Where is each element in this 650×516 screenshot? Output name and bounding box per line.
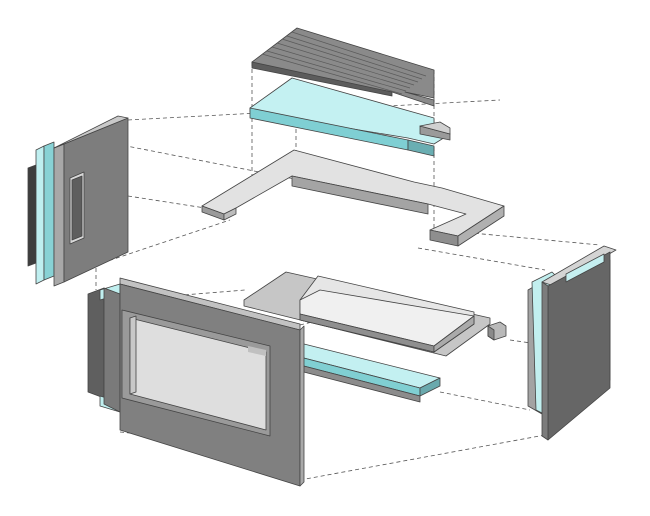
guide-right-wall [417,229,601,271]
right-side-wall [527,245,617,441]
left-side-wall [27,115,129,287]
guide-left-wall [95,195,231,266]
floor-panel [243,271,507,357]
window-latch [248,346,266,356]
front-window-wall [87,277,305,487]
guide-left-top [95,99,501,181]
guide-bottom-right [299,434,546,481]
floor-insulation-strip [295,343,441,403]
roof-decking-ribs [261,31,427,95]
roof-insulation-panel [249,77,451,157]
top-frame [201,149,505,247]
roof-decking [251,27,435,107]
